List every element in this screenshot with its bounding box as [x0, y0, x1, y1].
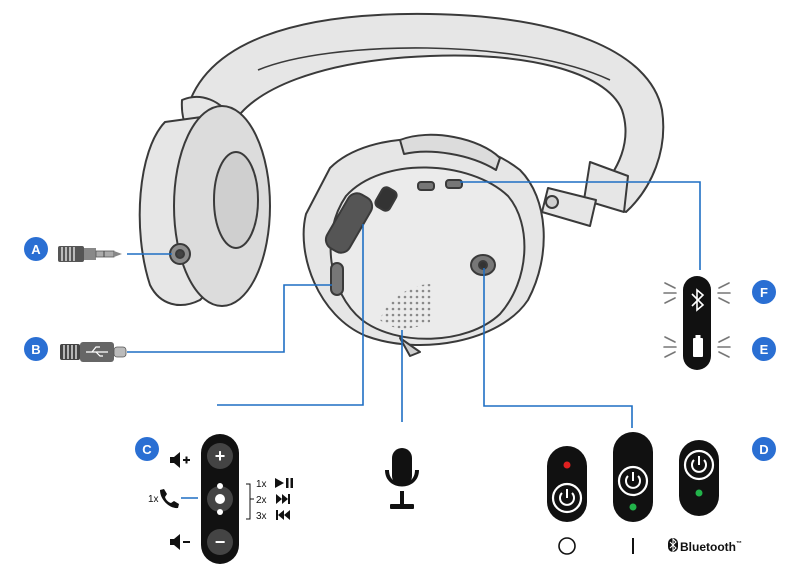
- red-led-icon: [564, 462, 571, 469]
- next-press-count: 2x: [256, 495, 267, 506]
- badge-f: F: [752, 280, 776, 304]
- green-led-icon: [630, 504, 637, 511]
- usb-port: [331, 263, 343, 295]
- microphone-icon: [385, 448, 419, 509]
- on-symbol-icon: [632, 538, 634, 554]
- badge-c: C: [135, 437, 159, 461]
- play-pause-icon: [275, 478, 293, 488]
- prev-press-count: 3x: [256, 511, 267, 522]
- green-led-icon: [696, 490, 703, 497]
- svg-text:B: B: [31, 342, 40, 357]
- svg-text:F: F: [760, 285, 768, 300]
- off-symbol-icon: [559, 538, 575, 554]
- media-bracket: [246, 484, 254, 519]
- headphone-illustration: [140, 14, 664, 356]
- svg-text:+: +: [215, 446, 226, 466]
- svg-text:E: E: [760, 342, 769, 357]
- svg-text:A: A: [31, 242, 41, 257]
- speaker-plus-icon: [170, 452, 190, 468]
- previous-track-icon: [276, 510, 290, 520]
- phone-icon: [160, 489, 179, 508]
- badge-e: E: [752, 337, 776, 361]
- badge-d: D: [752, 437, 776, 461]
- speaker-minus-icon: [170, 534, 190, 550]
- svg-text:−: −: [215, 532, 226, 552]
- play-press-count: 1x: [256, 479, 267, 490]
- button-panel: + −: [201, 434, 239, 564]
- badge-a: A: [24, 237, 48, 261]
- svg-text:D: D: [759, 442, 768, 457]
- power-state-bluetooth: Bluetooth™: [668, 440, 742, 554]
- usb-c-plug-icon: [60, 342, 126, 362]
- power-state-off: [547, 446, 587, 554]
- bluetooth-logo-icon: [668, 538, 678, 552]
- svg-text:C: C: [142, 442, 152, 457]
- aux-3.5mm-plug-icon: [58, 246, 122, 262]
- battery-led-icon: [693, 335, 703, 357]
- power-state-on: [613, 432, 653, 554]
- led-indicator-panel: [683, 276, 711, 370]
- bluetooth-wordmark: Bluetooth™: [680, 540, 742, 554]
- call-press-count: 1x: [148, 494, 159, 505]
- badge-b: B: [24, 337, 48, 361]
- next-track-icon: [276, 494, 290, 504]
